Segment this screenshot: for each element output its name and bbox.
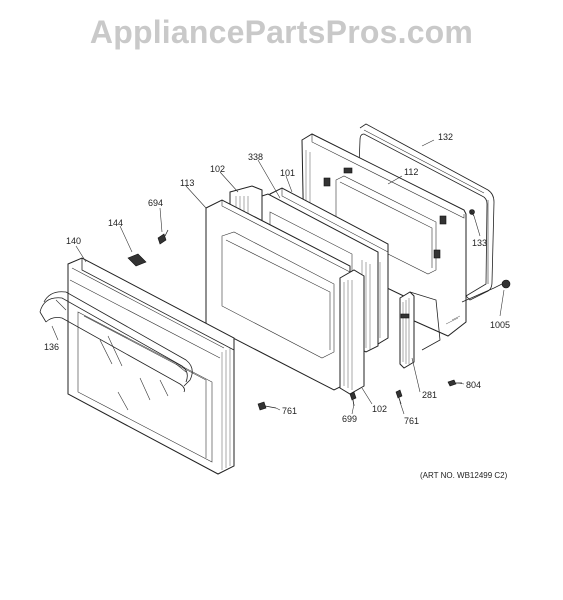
label-113: 113 bbox=[180, 178, 194, 188]
label-140: 140 bbox=[66, 236, 81, 246]
label-102-bottom: 102 bbox=[372, 404, 387, 414]
door-hinge-281[interactable] bbox=[399, 291, 441, 369]
label-133: 133 bbox=[472, 238, 487, 248]
hinge-pin-1005[interactable] bbox=[461, 279, 511, 303]
label-112: 112 bbox=[404, 167, 418, 177]
clip-133[interactable] bbox=[469, 209, 475, 217]
label-338: 338 bbox=[248, 152, 263, 162]
spacer-bracket-102-bottom[interactable] bbox=[339, 269, 365, 395]
label-102-top: 102 bbox=[210, 164, 225, 174]
gasket-frame-132[interactable] bbox=[357, 123, 495, 301]
label-761-left: 761 bbox=[282, 406, 297, 416]
label-761-right: 761 bbox=[404, 416, 419, 426]
art-number: (ART NO. WB12499 C2) bbox=[420, 471, 508, 480]
watermark-logo-text: AppliancePartsPros.com bbox=[89, 14, 474, 50]
door-handle-136[interactable] bbox=[39, 291, 193, 393]
label-694: 694 bbox=[148, 198, 163, 208]
screw-761-left[interactable] bbox=[257, 401, 277, 411]
outer-door-panel-140[interactable] bbox=[67, 257, 235, 475]
label-101: 101 bbox=[280, 168, 295, 178]
screw-694[interactable] bbox=[157, 229, 169, 245]
label-136: 136 bbox=[44, 342, 59, 352]
leader-lines bbox=[51, 139, 505, 415]
label-1005: 1005 bbox=[490, 320, 510, 330]
badge-144[interactable] bbox=[127, 253, 147, 267]
screw-761-right[interactable] bbox=[395, 389, 403, 405]
label-132: 132 bbox=[438, 132, 453, 142]
screw-804[interactable] bbox=[447, 379, 462, 387]
label-281: 281 bbox=[422, 390, 437, 400]
label-699: 699 bbox=[342, 414, 357, 424]
screw-699[interactable] bbox=[349, 391, 357, 407]
label-804: 804 bbox=[466, 380, 481, 390]
label-144: 144 bbox=[108, 218, 123, 228]
